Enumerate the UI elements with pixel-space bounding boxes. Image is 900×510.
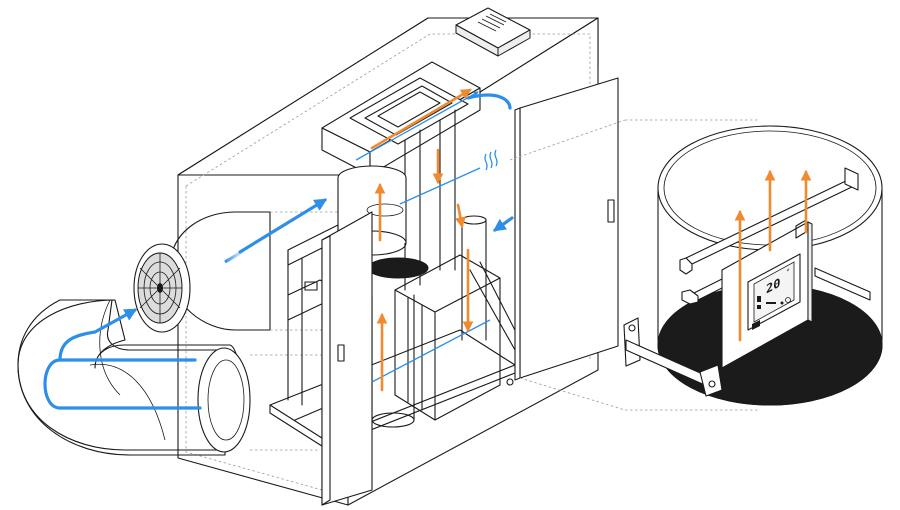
detail-callout: 20 ° (509, 119, 883, 411)
fan-icon (137, 252, 183, 324)
orange-arrow-top (370, 88, 472, 150)
air-intake-duct (17, 211, 271, 456)
blue-arrow-return (466, 93, 512, 110)
controller-display: 20 ° (747, 253, 801, 331)
left-door[interactable] (321, 211, 373, 506)
blue-arrow-inlet (238, 198, 328, 254)
motor-top (367, 257, 429, 279)
right-door[interactable] (514, 77, 619, 381)
right-door-handle[interactable] (607, 199, 615, 223)
probe-bracket[interactable] (623, 317, 723, 397)
duct-hidden-outline (250, 211, 360, 451)
duct-lower-opening (197, 347, 251, 453)
orange-arrow-down-2 (455, 203, 466, 229)
airflow-orange (370, 88, 474, 392)
cabinet-inner-outline-2 (185, 186, 341, 496)
filter-frame (349, 77, 469, 145)
wind-icon (785, 297, 791, 303)
airflow-blue (43, 91, 514, 410)
left-door-handle[interactable] (337, 344, 345, 362)
top-vent-grille (455, 7, 531, 57)
controller-temperature-unit: ° (786, 266, 790, 277)
duct-lower-tube (17, 299, 226, 456)
wavy-heat-icon (484, 149, 498, 171)
blue-arrow-side (492, 216, 514, 232)
